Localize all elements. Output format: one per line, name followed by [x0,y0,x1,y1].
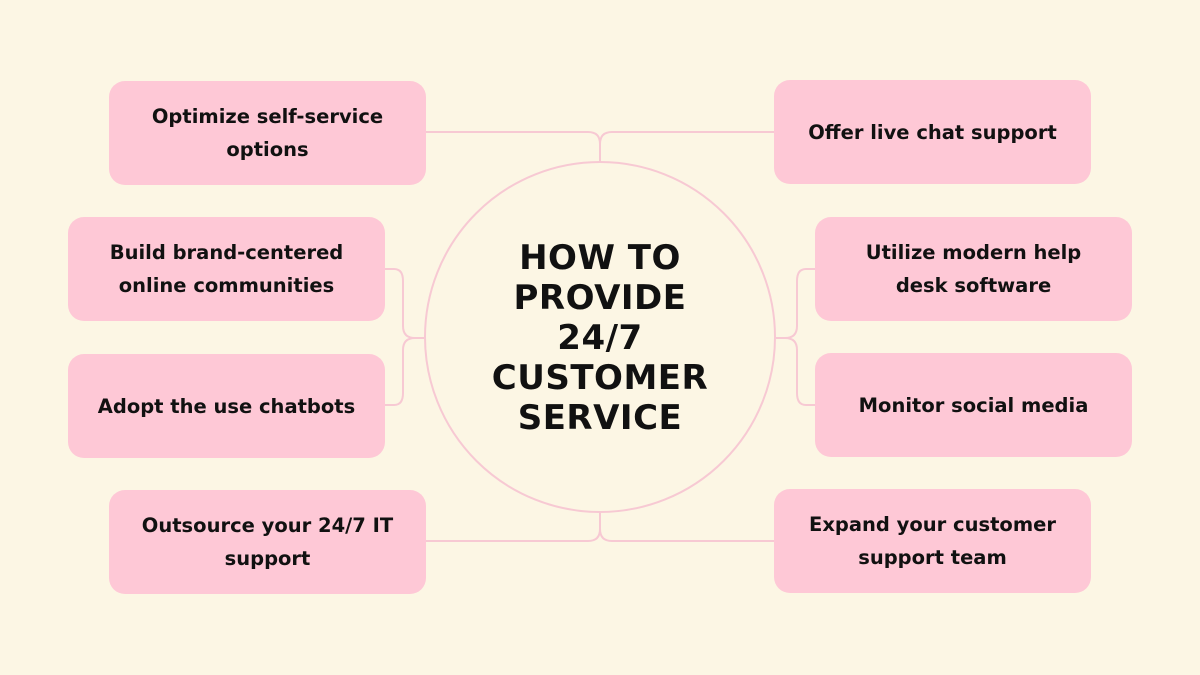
connector-mid-left-lower [385,337,416,406]
right-item-social-media: Monitor social media [815,353,1132,457]
center-circle [424,161,776,513]
left-item-optimize-self-service: Optimize self-service options [109,81,426,185]
left-item-outsource-it: Outsource your 24/7 IT support [109,490,426,594]
right-item-help-desk: Utilize modern help desk software [815,217,1132,321]
left-item-chatbots: Adopt the use chatbots [68,354,385,458]
left-item-brand-communities: Build brand-centered online communities [68,217,385,321]
item-label: Build brand-centered online communities [109,241,344,297]
connector-mid-right-lower [784,337,815,406]
connector-bottom-right [599,513,774,542]
item-label: Offer live chat support [808,120,1057,144]
connector-top-left [426,131,601,161]
connector-mid-right-upper [776,268,815,339]
right-item-support-team: Expand your customer support team [774,489,1091,593]
connector-top-right [599,131,774,161]
connector-mid-left-upper [385,268,424,339]
item-label: Utilize modern help desk software [865,241,1082,297]
right-item-live-chat: Offer live chat support [774,80,1091,184]
item-label: Optimize self-service options [151,105,384,161]
center-title: HOW TO PROVIDE 24/7 CUSTOMER SERVICE [491,238,709,438]
item-label: Monitor social media [858,393,1089,417]
item-label: Adopt the use chatbots [97,394,356,418]
item-label: Expand your customer support team [809,513,1056,569]
connector-bottom-left [426,513,601,542]
item-label: Outsource your 24/7 IT support [141,514,394,570]
